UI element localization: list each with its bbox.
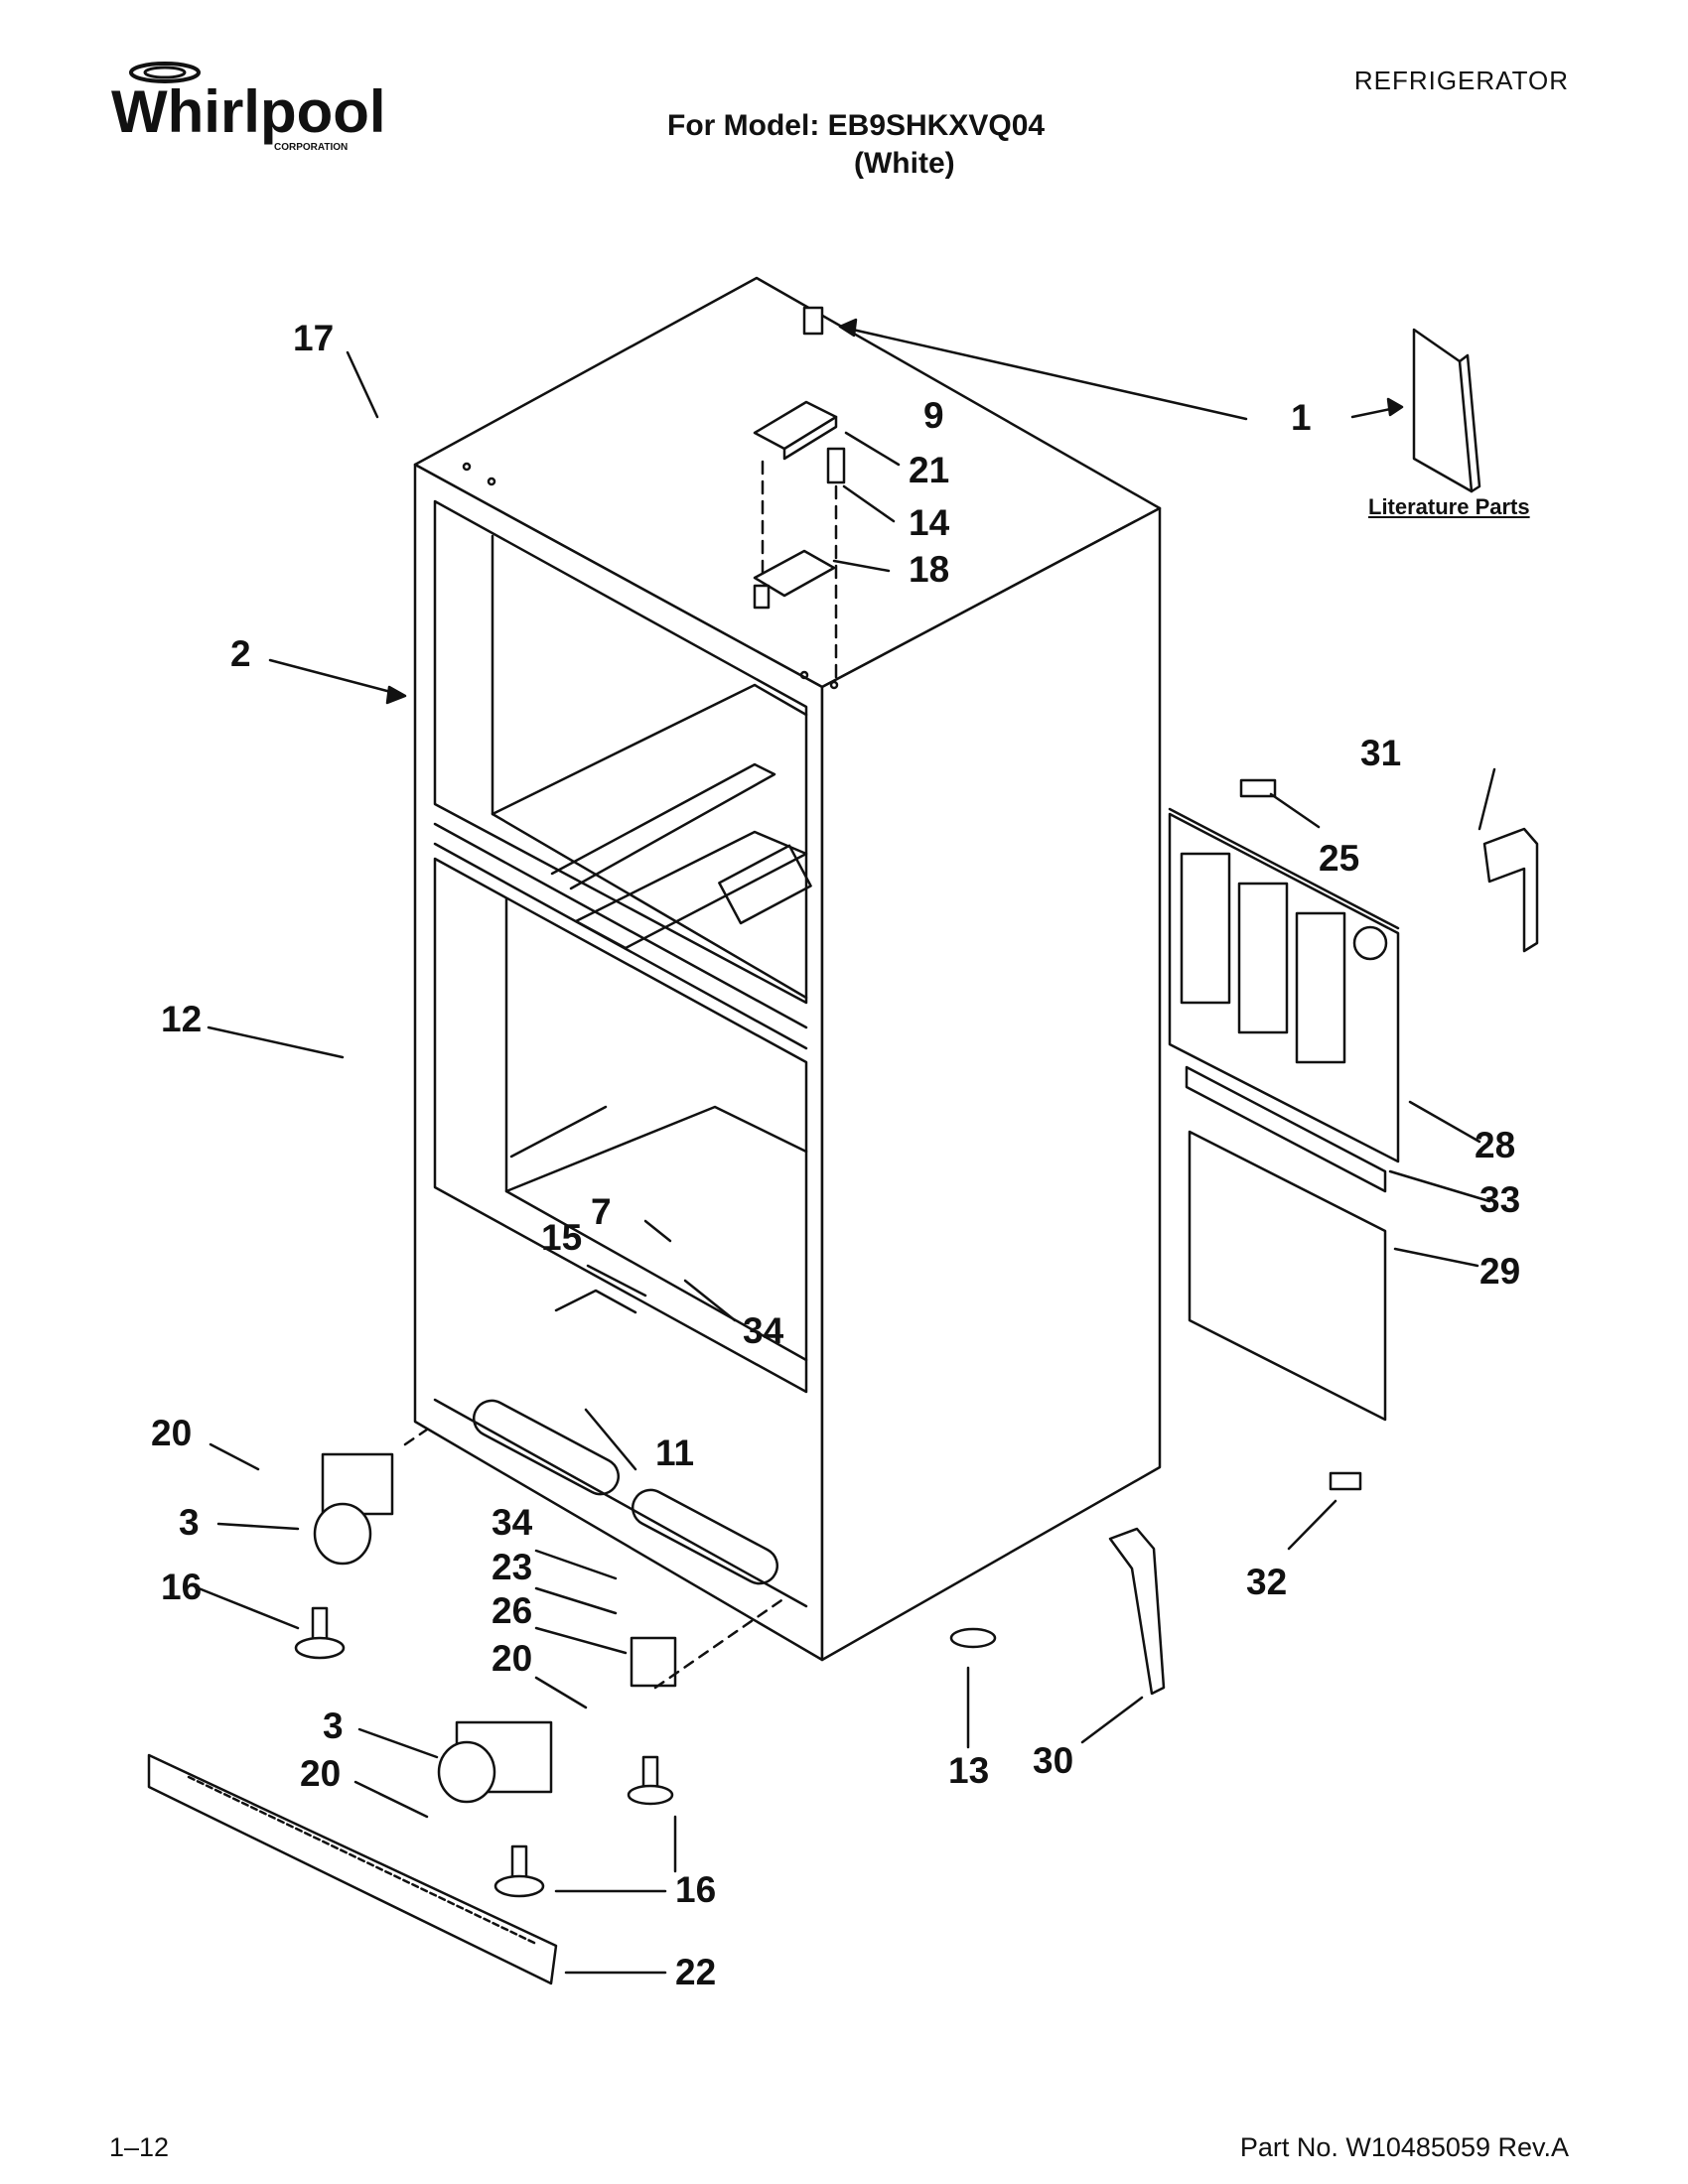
callout-17: 17: [293, 318, 335, 358]
callout-3: 3: [179, 1502, 200, 1543]
callout-16b: 16: [675, 1869, 717, 1910]
clip-32: [1329, 1471, 1362, 1491]
tool-30: [1108, 1527, 1166, 1696]
leader-lines: [197, 318, 1496, 1975]
callout-20c: 20: [300, 1753, 342, 1794]
callout-34b: 34: [492, 1502, 533, 1543]
callout-20: 20: [151, 1413, 193, 1453]
page-number: 1–12: [109, 2132, 170, 2162]
model-color: (White): [854, 147, 955, 180]
svg-text:Whirlpool: Whirlpool: [111, 78, 386, 145]
model-number: For Model: EB9SHKXVQ04: [667, 109, 1046, 142]
callout-22: 22: [675, 1952, 717, 1992]
bracket-31: [1482, 827, 1539, 953]
callout-34: 34: [743, 1310, 784, 1351]
literature-book: [1412, 328, 1474, 493]
cabinet-illustration: [413, 276, 1162, 1662]
callout-26: 26: [492, 1590, 533, 1631]
callout-13: 13: [948, 1750, 990, 1791]
svg-text:CORPORATION: CORPORATION: [274, 142, 348, 153]
callout-31: 31: [1360, 733, 1402, 773]
callout-15: 15: [541, 1217, 583, 1258]
callout-23: 23: [492, 1547, 533, 1587]
roller-assembly: [294, 1428, 786, 1898]
callout-21: 21: [909, 450, 950, 490]
callout-33: 33: [1479, 1179, 1521, 1220]
literature-parts-label: Literature Parts: [1368, 494, 1530, 519]
rear-panel-parts: [1168, 778, 1400, 1422]
callout-18: 18: [909, 549, 950, 590]
whirlpool-logo: Whirlpool CORPORATION: [111, 62, 386, 153]
top-hinge-parts: [753, 306, 846, 687]
callout-29: 29: [1479, 1251, 1521, 1292]
callout-2: 2: [230, 633, 251, 674]
callout-12: 12: [161, 999, 203, 1039]
callout-7: 7: [591, 1191, 612, 1232]
plug-13: [949, 1627, 997, 1649]
callout-20b: 20: [492, 1638, 533, 1679]
base-grille-22: [147, 1753, 558, 1985]
callout-3b: 3: [323, 1706, 344, 1746]
callout-11: 11: [655, 1433, 695, 1473]
callout-1: 1: [1291, 397, 1312, 438]
callout-30: 30: [1033, 1740, 1074, 1781]
callout-14: 14: [909, 502, 950, 543]
category-label: REFRIGERATOR: [1353, 66, 1569, 95]
callout-9: 9: [923, 395, 944, 436]
callout-16: 16: [161, 1567, 203, 1607]
part-number: Part No. W10485059 Rev.A: [1239, 2132, 1569, 2162]
callout-25: 25: [1319, 838, 1360, 879]
callout-32: 32: [1246, 1562, 1288, 1602]
callout-28: 28: [1475, 1125, 1516, 1165]
